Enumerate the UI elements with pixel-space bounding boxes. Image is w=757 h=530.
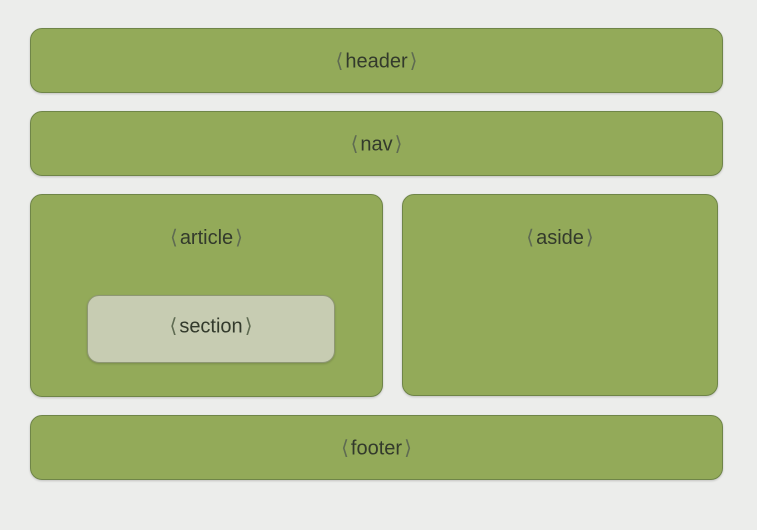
close-angle-bracket: ⟩ <box>394 133 403 155</box>
footer-box: ⟨footer⟩ <box>30 415 723 480</box>
section-tag-text: section <box>179 315 243 338</box>
close-angle-bracket: ⟩ <box>585 227 594 249</box>
section-box: ⟨section⟩ <box>87 295 335 363</box>
open-angle-bracket: ⟨ <box>170 227 178 249</box>
footer-label: ⟨footer⟩ <box>31 435 722 460</box>
article-label: ⟨article⟩ <box>31 225 382 250</box>
open-angle-bracket: ⟨ <box>350 133 359 155</box>
footer-tag-text: footer <box>350 437 403 459</box>
close-angle-bracket: ⟩ <box>409 50 418 72</box>
header-label: ⟨header⟩ <box>31 48 722 73</box>
open-angle-bracket: ⟨ <box>335 50 344 72</box>
header-box: ⟨header⟩ <box>30 28 723 93</box>
close-angle-bracket: ⟩ <box>404 437 412 459</box>
article-box: ⟨article⟩ ⟨section⟩ <box>30 194 383 397</box>
aside-label: ⟨aside⟩ <box>403 225 717 250</box>
open-angle-bracket: ⟨ <box>169 315 178 338</box>
open-angle-bracket: ⟨ <box>526 227 535 249</box>
open-angle-bracket: ⟨ <box>341 437 349 459</box>
article-tag-text: article <box>179 227 234 249</box>
close-angle-bracket: ⟩ <box>244 315 253 338</box>
close-angle-bracket: ⟩ <box>235 227 243 249</box>
nav-tag-text: nav <box>360 133 393 155</box>
section-label: ⟨section⟩ <box>88 314 334 339</box>
aside-tag-text: aside <box>536 227 584 249</box>
header-tag-text: header <box>345 50 408 72</box>
aside-box: ⟨aside⟩ <box>402 194 718 396</box>
nav-box: ⟨nav⟩ <box>30 111 723 176</box>
nav-label: ⟨nav⟩ <box>31 131 722 156</box>
